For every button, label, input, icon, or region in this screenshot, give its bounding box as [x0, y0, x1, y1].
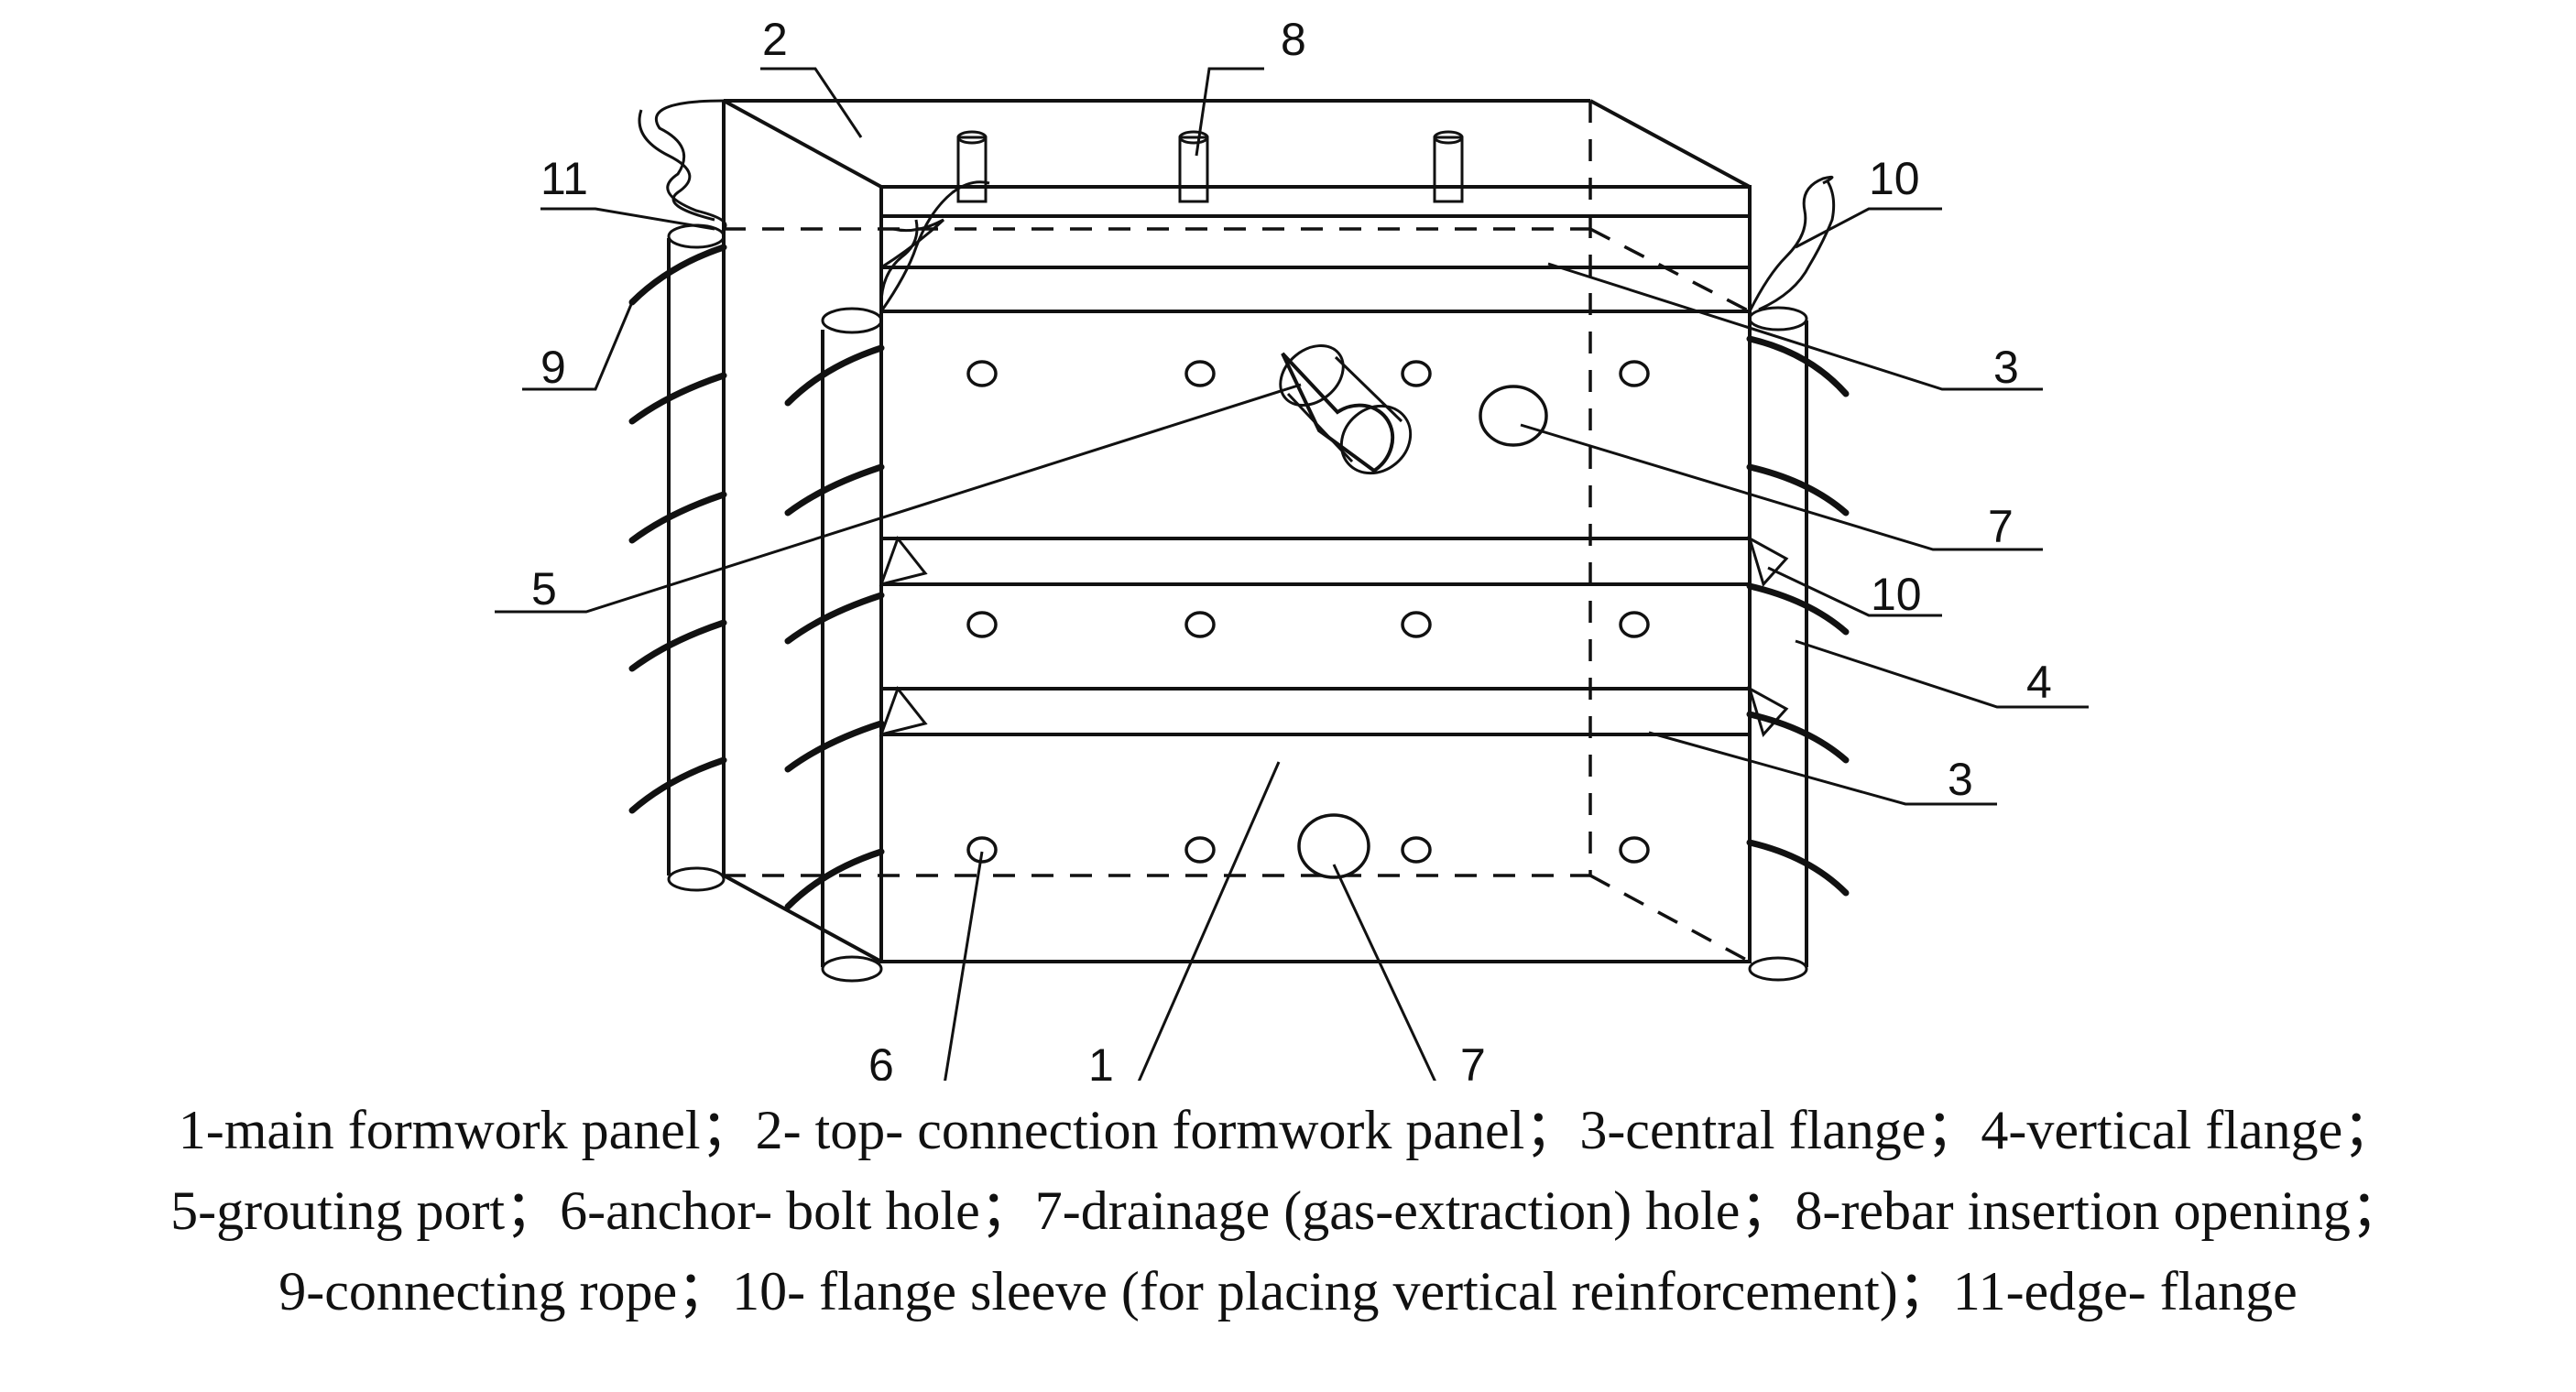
- central-flange-middle: [879, 535, 1789, 587]
- legend-row-3: 9-connecting rope；10- flange sleeve (for…: [278, 1261, 2298, 1321]
- legend-row-2: 5-grouting port；6-anchor- bolt hole；7-dr…: [170, 1180, 2406, 1241]
- central-flange-top: [879, 214, 1752, 269]
- callout-7-right: 7: [1988, 501, 2014, 552]
- callout-labels: 2 8 11 10 9 3 7 5 10 4 3 6 1 7: [531, 14, 2052, 1081]
- flange-sleeve-top: [1748, 175, 1836, 312]
- legend-row-1: 1-main formwork panel；2- top- connection…: [178, 1100, 2398, 1160]
- legend: 1-main formwork panel；2- top- connection…: [0, 1090, 2576, 1332]
- leader-lines: [495, 67, 2089, 1081]
- vertical-flange-right: [1748, 306, 1808, 982]
- callout-8: 8: [1281, 14, 1306, 65]
- anchor-bolt-holes: [966, 360, 1650, 864]
- callout-10-top: 10: [1869, 153, 1920, 204]
- formwork-diagram: 2 8 11 10 9 3 7 5 10 4 3 6 1 7: [495, 14, 2089, 1081]
- drainage-holes: [1297, 385, 1548, 879]
- callout-10-middle: 10: [1871, 569, 1922, 620]
- central-flange-bottom: [879, 685, 1789, 737]
- edge-flange: [638, 99, 990, 312]
- callout-3-bottom: 3: [1948, 754, 1973, 805]
- top-connection-formwork-panel: [722, 99, 1751, 963]
- callout-3-top: 3: [1993, 342, 2019, 393]
- callout-6: 6: [868, 1039, 894, 1081]
- callout-5: 5: [531, 563, 557, 614]
- callout-2: 2: [762, 14, 788, 65]
- callout-9: 9: [540, 342, 566, 393]
- rebar-insertion-openings: [956, 130, 1464, 203]
- callout-7-bottom: 7: [1460, 1039, 1486, 1081]
- callout-1: 1: [1088, 1039, 1114, 1081]
- connecting-ropes: [628, 244, 1850, 910]
- grouting-port: [1279, 343, 1413, 475]
- callout-4: 4: [2026, 657, 2052, 708]
- callout-11: 11: [540, 153, 588, 204]
